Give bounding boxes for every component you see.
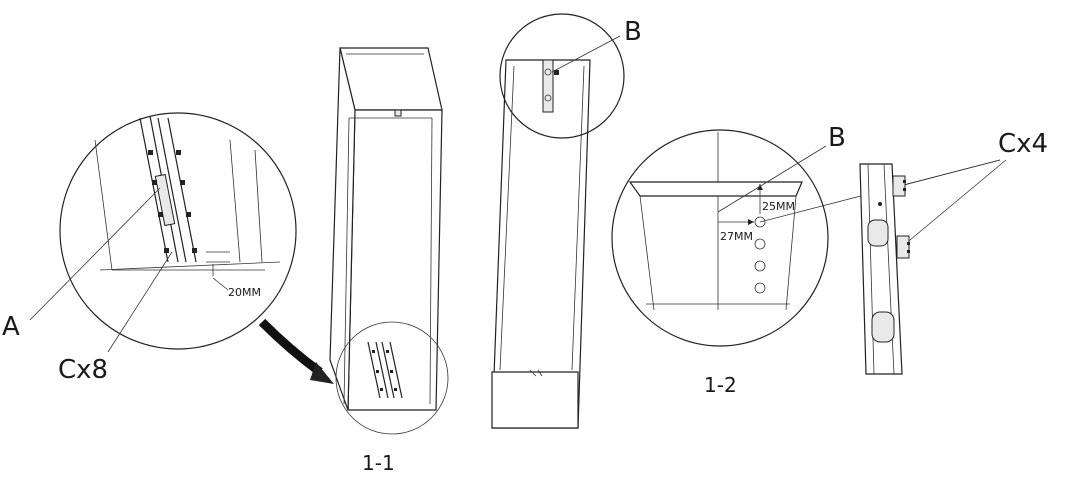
dim-25mm-label: 25MM [762,200,795,213]
label-b-top: B [624,17,642,47]
label-cx4: Cx4 [998,129,1048,159]
leader-b-top [551,35,621,73]
arrow-head-icon [310,362,334,384]
leader-cx4-b [903,159,1001,186]
curved-arrow-icon [258,318,323,376]
label-a: A [2,312,20,342]
dim-20mm-label: 20MM [228,286,261,299]
box-1-1 [329,47,449,435]
leader-b-right [717,145,827,213]
leader-cx4-c [903,159,1007,246]
leader-cx8 [107,251,173,353]
leader-a [29,187,161,321]
step-label-1-1: 1-1 [362,451,395,475]
dim-27mm-label: 27MM [720,230,753,243]
step-label-1-2: 1-2 [704,373,737,397]
detail-circle-left: 20MM [59,112,297,350]
label-cx8: Cx8 [58,355,108,385]
bracket-part [859,163,910,375]
detail-circle-right: 25MM 27MM [611,129,829,347]
label-b-right: B [828,123,846,153]
box-middle [491,13,625,429]
